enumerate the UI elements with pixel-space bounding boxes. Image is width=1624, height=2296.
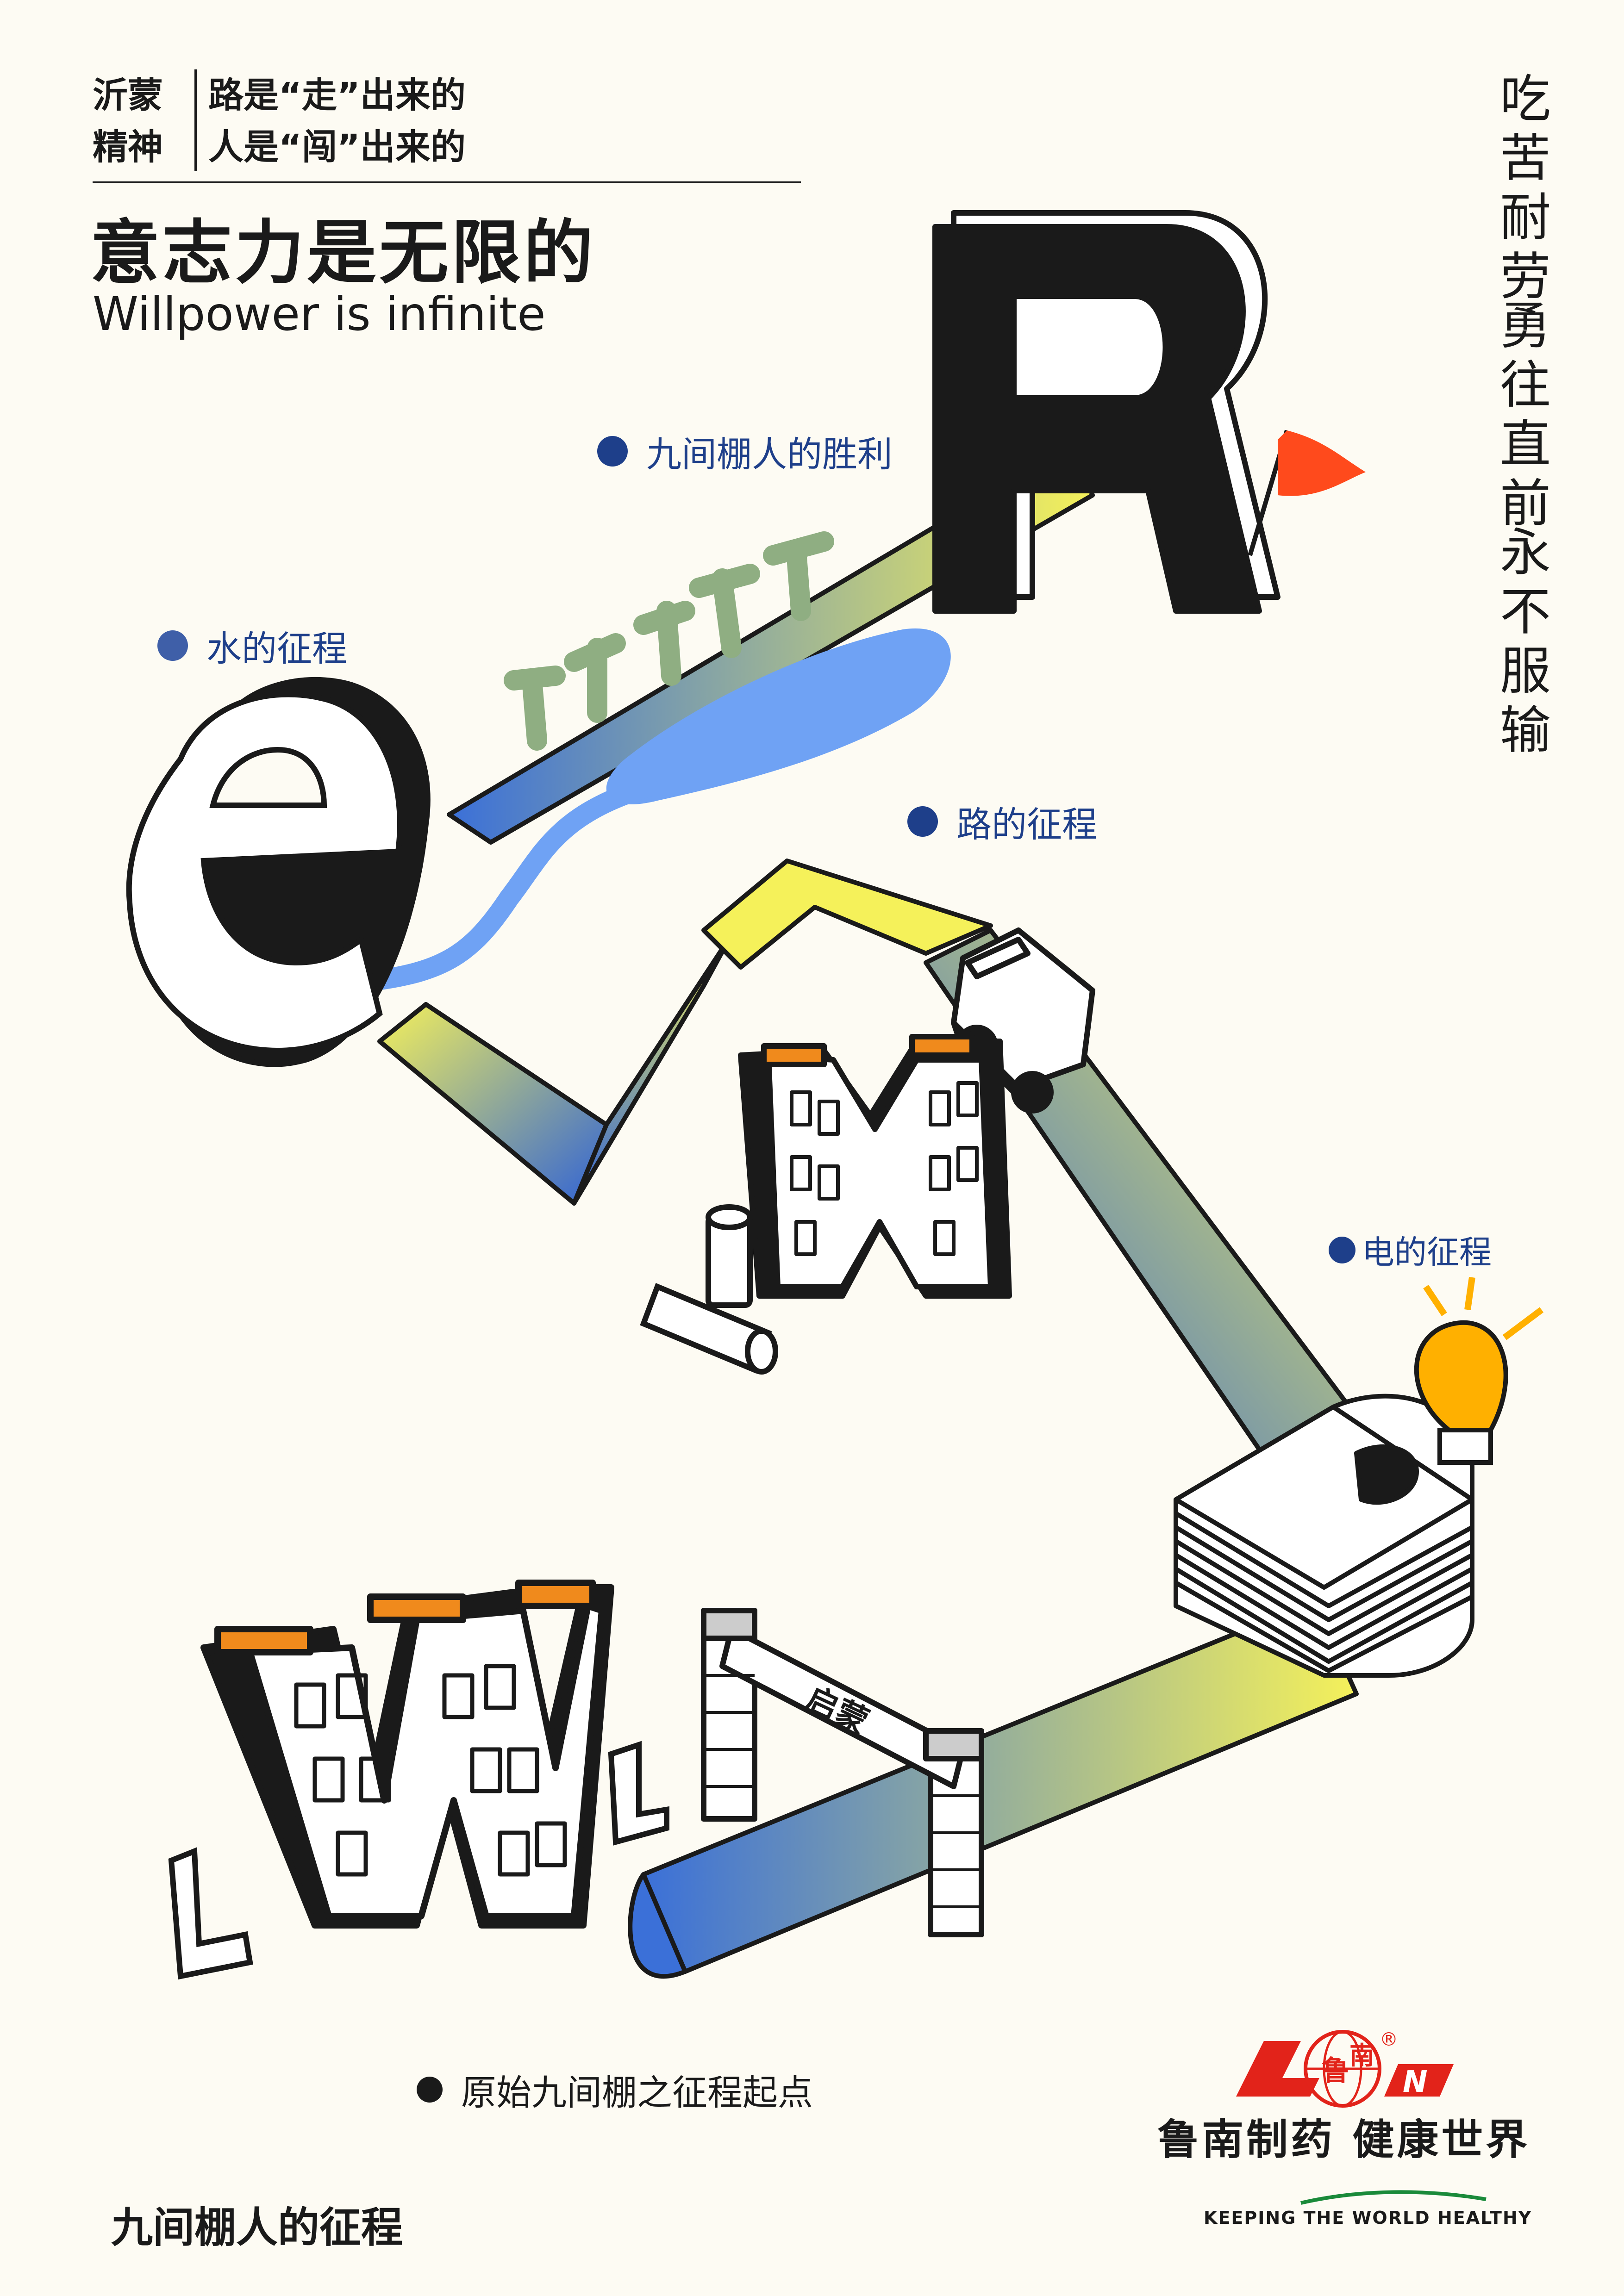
vertical-slogan-char: 直 [1500,415,1551,474]
footer-title: 九间棚人的征程 [111,2203,403,2252]
vertical-slogan-2: 勇往直前 [1495,296,1555,533]
title-rule [93,181,801,183]
water-lake [606,628,951,804]
registered-mark: ® [1380,2029,1398,2050]
flag [1248,429,1366,556]
vertical-slogan-3: 永不服输 [1495,523,1555,760]
vertical-slogan-char: 吃 [1500,69,1551,129]
grass [504,531,834,751]
milestone-victory: 九间棚人的胜利 [597,426,893,477]
motto-left-line: 沂蒙 [93,75,163,116]
company-logo: 鲁 南 N ® [1236,2029,1454,2108]
vertical-slogan-char: 苦 [1500,129,1551,188]
logo-red-shape [1236,2041,1319,2097]
road-segment-peak [701,859,993,970]
motto-right: 路是“走”出来的 人是“闯”出来的 [208,69,466,173]
motto-left-line: 精神 [93,126,163,168]
l-blocks [168,1741,669,1980]
milestone-electricity: 电的征程 [1329,1226,1492,1273]
vertical-slogan-char: 永 [1500,523,1551,582]
milestone-dot [597,436,628,467]
vertical-slogan-char: 往 [1500,355,1551,415]
logo-swoosh [1300,2190,1487,2205]
logo-tagline: KEEPING THE WORLD HEALTHY [1204,2208,1532,2228]
road-segment-upper [447,442,1095,845]
page-subtitle: Willpower is infinite [93,287,546,341]
gate [701,1608,984,1937]
vertical-slogan-char: 输 [1500,701,1551,760]
milestone-label: 九间棚人的胜利 [646,434,893,475]
logo-char-1: 鲁 [1322,2055,1349,2087]
logo-letter: N [1403,2065,1428,2099]
vertical-slogan-char: 前 [1500,474,1551,533]
building-w [200,1580,614,1929]
pipes [640,1204,778,1375]
milestone-road: 路的征程 [907,796,1097,847]
motto-left: 沂蒙 精神 [93,69,163,173]
milestone-label: 电的征程 [1362,1233,1492,1271]
vertical-slogan-char: 不 [1500,582,1551,641]
milestone-label: 路的征程 [956,804,1097,845]
logo-char-2: 南 [1349,2041,1374,2070]
milestone-water: 水的征程 [157,620,347,671]
road-segment-left [377,1002,609,1206]
vertical-slogan-char: 耐 [1500,188,1551,247]
motto-divider [194,69,197,171]
motto-right-line: 人是“闯”出来的 [208,126,466,168]
water-stream [360,777,658,991]
page-title: 意志力是无限的 [90,213,596,293]
vertical-slogan-char: 服 [1500,641,1551,701]
vertical-slogan-char: 勇 [1500,296,1551,355]
logo-slogan: 鲁南制药 健康世界 [1157,2115,1530,2164]
bulb [1414,1277,1544,1465]
letter-e [126,677,431,1067]
milestone-dot [417,2077,443,2103]
milestone-dot [1329,1236,1355,1263]
vertical-slogan-char: 劳 [1500,247,1551,306]
milestone-label: 水的征程 [206,628,347,669]
vertical-slogan-1: 吃苦耐劳 [1495,69,1555,306]
road-segment-climb [572,933,734,1206]
road-start-cap [628,1872,687,1979]
milestone-dot [157,630,188,661]
letter-r [932,210,1280,614]
milestone-label: 原始九间棚之征程起点 [461,2072,813,2113]
motto-right-line: 路是“走”出来的 [208,75,466,116]
letter-p [1174,1394,1474,1678]
milestone-start: 原始九间棚之征程起点 [417,2064,813,2115]
milestone-dot [907,806,938,837]
building-m [738,1034,1012,1299]
